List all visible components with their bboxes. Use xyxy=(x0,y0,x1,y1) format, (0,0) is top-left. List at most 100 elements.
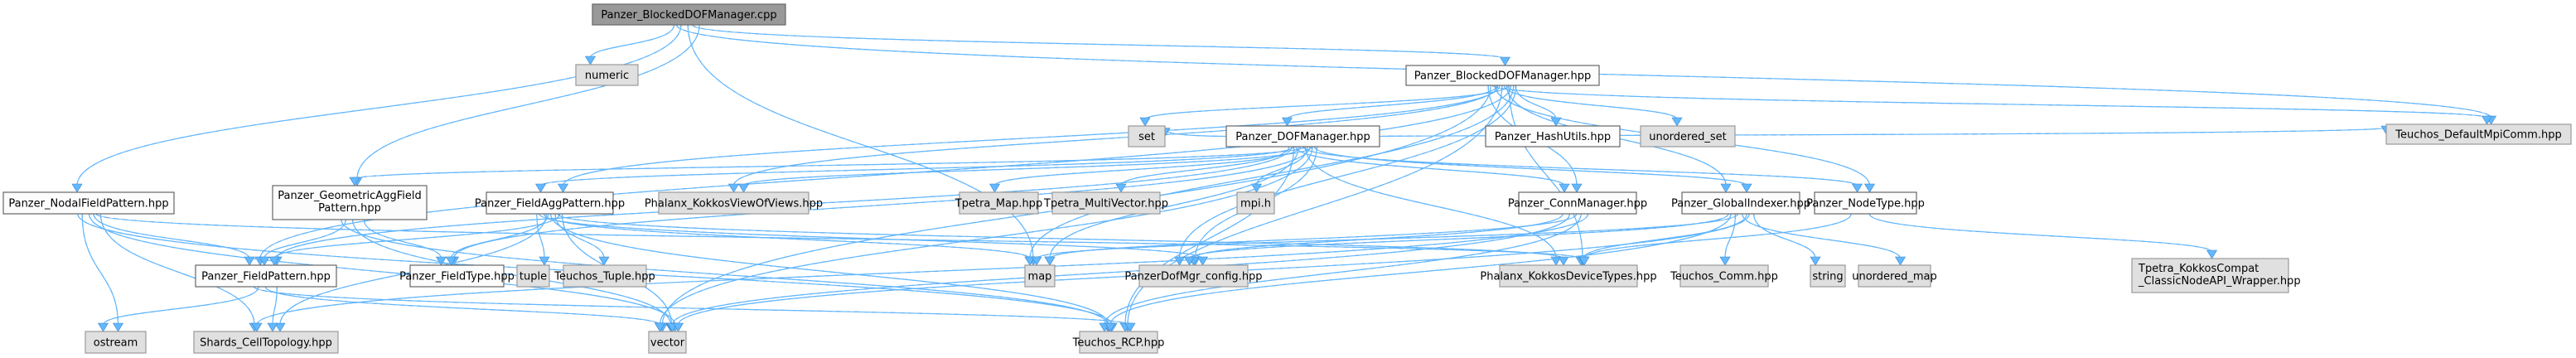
edge-ntype-to-kwrap xyxy=(1868,213,2218,259)
node-label: Panzer_BlockedDOFManager.hpp xyxy=(1414,70,1591,83)
arrowhead-icon xyxy=(539,256,550,266)
edge-dofm-to-ntype xyxy=(1302,146,1863,193)
node-label: Tpetra_Map.hpp xyxy=(955,198,1042,210)
arrowhead-icon xyxy=(727,183,740,193)
node-numeric: numeric xyxy=(575,64,639,86)
arrowhead-icon xyxy=(2206,249,2218,259)
node-box xyxy=(1225,125,1380,148)
node-panzer-nodalfieldpattern-hpp[interactable]: Panzer_NodalFieldPattern.hpp xyxy=(2,191,175,215)
edge-dofm-to-gidx xyxy=(1313,146,1752,193)
edge-dofm-to-conn xyxy=(1295,146,1570,193)
node-box xyxy=(1485,125,1621,148)
node-box xyxy=(959,191,1039,215)
node-panzer-connmanager-hpp[interactable]: Panzer_ConnManager.hpp xyxy=(1508,191,1647,215)
arrowhead-icon xyxy=(244,256,255,266)
node-label: Panzer_NodeType.hpp xyxy=(1806,198,1925,210)
edge-dofm-to-vector xyxy=(654,146,1313,332)
arrowhead-icon xyxy=(71,183,83,193)
edge-nodal-to-ostream xyxy=(81,213,124,332)
edge-fpat-to-ostream xyxy=(97,286,259,332)
edge-gidx-to-rcp xyxy=(1104,213,1732,332)
node-box xyxy=(195,264,337,288)
edge-cpp-to-nodal xyxy=(71,24,682,193)
edge-bdofh-to-uset xyxy=(1503,85,1683,127)
node-box xyxy=(1051,191,1161,215)
node-panzer-fieldtype-hpp[interactable]: Panzer_FieldType.hpp xyxy=(399,264,515,288)
node-panzer-hashutils-hpp[interactable]: Panzer_HashUtils.hpp xyxy=(1485,125,1621,148)
arrowhead-icon xyxy=(988,183,1001,193)
node-panzer-fieldaggpattern-hpp[interactable]: Panzer_FieldAggPattern.hpp xyxy=(475,191,625,215)
arrowhead-icon xyxy=(1719,256,1731,266)
node-label: Teuchos_Comm.hpp xyxy=(1670,271,1778,283)
arrowhead-icon xyxy=(1031,256,1042,266)
node-ostream: ostream xyxy=(85,331,147,354)
arrowhead-icon xyxy=(1571,183,1583,193)
node-box xyxy=(2131,258,2289,293)
arrowhead-icon xyxy=(445,256,457,266)
node-tpetra-kokkoscompat-classicnodeapi-wrapper-hpp: Tpetra_KokkosCompat_ClassicNodeAPI_Wrapp… xyxy=(2131,258,2301,293)
node-box xyxy=(1640,125,1736,148)
edge-fagg-to-map xyxy=(543,213,1036,266)
edge-gidx-to-string xyxy=(1753,213,1821,266)
arrowhead-icon xyxy=(557,183,569,193)
arrowhead-icon xyxy=(2481,115,2493,125)
node-tpetra-map-hpp: Tpetra_Map.hpp xyxy=(955,191,1042,215)
node-label: Panzer_FieldPattern.hpp xyxy=(201,271,331,283)
arrowhead-icon xyxy=(1851,183,1863,193)
node-label: ostream xyxy=(94,337,138,350)
node-label: Teuchos_DefaultMpiComm.hpp xyxy=(2395,129,2561,142)
arrowhead-icon xyxy=(1559,183,1570,193)
arrowhead-icon xyxy=(1810,256,1821,266)
edge-bdofh-to-mpicomm xyxy=(1491,85,2493,125)
node-panzer-fieldpattern-hpp[interactable]: Panzer_FieldPattern.hpp xyxy=(195,264,337,288)
node-teuchos-defaultmpicomm-hpp: Teuchos_DefaultMpiComm.hpp xyxy=(2385,123,2572,145)
arrowhead-icon xyxy=(274,322,286,332)
arrowhead-icon xyxy=(672,322,684,332)
arrowhead-icon xyxy=(1196,256,1209,266)
arrowhead-icon xyxy=(1499,56,1511,66)
node-vector: vector xyxy=(648,331,687,354)
node-box xyxy=(1810,264,1846,288)
arrowhead-icon xyxy=(1720,183,1732,193)
edge-ntype-to-kdt xyxy=(1578,213,1852,266)
node-panzer-blockeddofmanager-hpp[interactable]: Panzer_BlockedDOFManager.hpp xyxy=(1405,65,1600,86)
node-label: Panzer_NodalFieldPattern.hpp xyxy=(8,198,168,210)
node-panzer-blockeddofmanager-cpp[interactable]: Panzer_BlockedDOFManager.cpp xyxy=(592,3,786,26)
arrowhead-icon xyxy=(1104,322,1116,332)
node-box xyxy=(1681,191,1800,215)
edge-gidx-to-umap xyxy=(1742,213,1907,266)
arrowhead-icon xyxy=(1558,256,1569,266)
edge-cpp-to-numeric xyxy=(584,24,675,65)
node-label: tuple xyxy=(520,271,547,283)
node-panzer-globalindexer-hpp[interactable]: Panzer_GlobalIndexer.hpp xyxy=(1671,191,1810,215)
edge-nodal-to-fpat xyxy=(93,213,255,266)
edge-bdofh-to-hash xyxy=(1515,85,1562,127)
arrowhead-icon xyxy=(584,56,597,65)
node-unordered-map: unordered_map xyxy=(1852,264,1937,288)
node-label: unordered_set xyxy=(1649,131,1726,143)
arrowhead-icon xyxy=(435,256,447,266)
node-panzer-nodetype-hpp[interactable]: Panzer_NodeType.hpp xyxy=(1806,191,1925,215)
edge-dofm-to-fagg xyxy=(534,146,1294,193)
node-box xyxy=(2385,123,2572,145)
arrowhead-icon xyxy=(1550,117,1562,127)
node-label: Panzer_HashUtils.hpp xyxy=(1495,131,1611,143)
node-label: numeric xyxy=(585,70,629,82)
node-label: mpi.h xyxy=(1240,198,1271,210)
arrowhead-icon xyxy=(1044,256,1056,266)
edge-cpp-to-bdofh xyxy=(692,24,1511,66)
edge-dofm-to-tmv xyxy=(1115,146,1290,193)
node-map: map xyxy=(1024,264,1056,288)
arrowhead-icon xyxy=(1578,256,1590,266)
arrowhead-icon xyxy=(349,177,360,186)
node-set: set xyxy=(1128,125,1166,148)
node-box xyxy=(1079,331,1158,354)
node-teuchos-rcp-hpp: Teuchos_RCP.hpp xyxy=(1072,331,1164,354)
node-box xyxy=(658,191,810,215)
arrowhead-icon xyxy=(268,256,280,266)
node-panzer-dofmanager-hpp[interactable]: Panzer_DOFManager.hpp xyxy=(1225,125,1380,148)
edge-cpp-to-geom xyxy=(351,24,700,186)
